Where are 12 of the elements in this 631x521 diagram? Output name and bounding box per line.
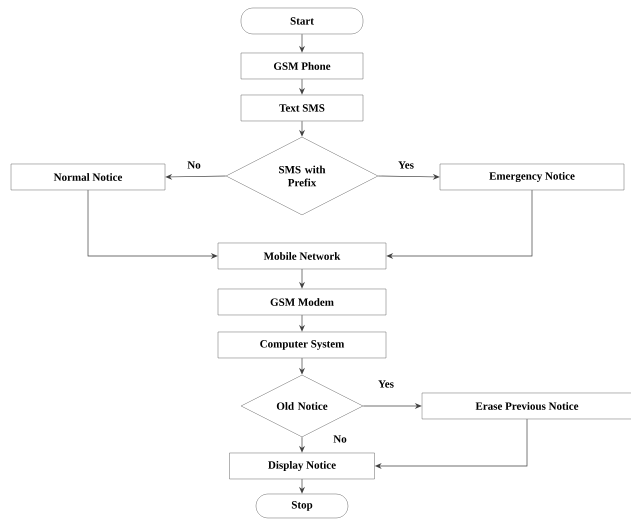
process-box: Mobile Network xyxy=(218,242,386,270)
process-box: Normal Notice xyxy=(10,164,166,190)
edge-label: No xyxy=(186,160,202,170)
process-box: Erase Previous Notice xyxy=(422,392,631,420)
edge-label: Yes xyxy=(397,160,415,170)
process-box: Text SMS xyxy=(240,94,364,122)
process-box: Display Notice xyxy=(229,452,375,480)
process-box: Computer System xyxy=(218,332,386,358)
process-box: GSM Modem xyxy=(218,288,386,316)
process-box: Emergency Notice xyxy=(440,164,624,190)
process-box: GSM Phone xyxy=(240,52,364,80)
edge-label: Yes xyxy=(377,379,395,389)
